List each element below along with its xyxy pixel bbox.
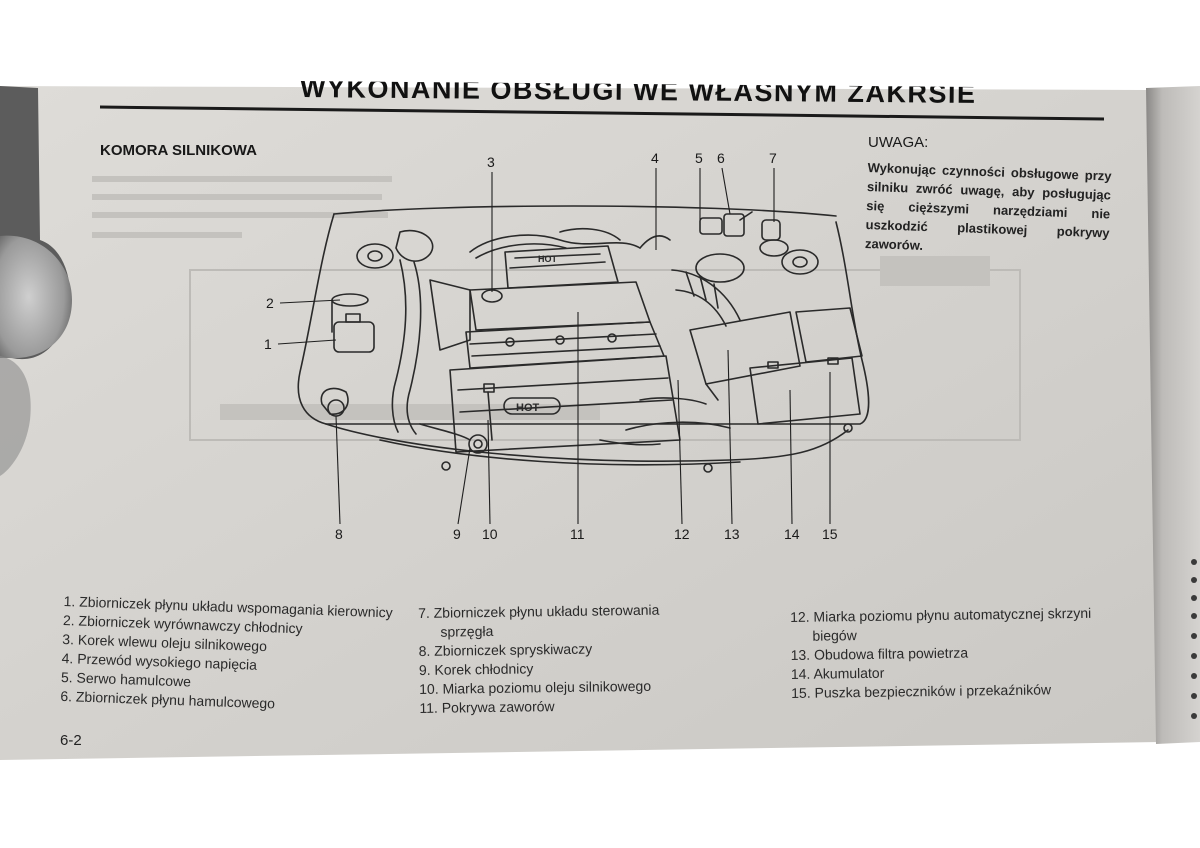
page-paper bbox=[0, 86, 1160, 760]
callout-5: 5 bbox=[695, 150, 703, 166]
callout-2: 2 bbox=[266, 295, 274, 311]
callout-4: 4 bbox=[651, 150, 659, 166]
callout-1: 1 bbox=[264, 336, 272, 352]
page-number: 6-2 bbox=[60, 732, 82, 749]
note-text: Wykonując czynności obsługowe przy silni… bbox=[864, 159, 1112, 253]
note-title: UWAGA: bbox=[868, 134, 929, 151]
svg-text:HOT: HOT bbox=[538, 254, 558, 264]
binding-dots bbox=[1191, 559, 1197, 719]
callout-15: 15 bbox=[822, 526, 838, 542]
callout-leaders bbox=[277, 167, 831, 525]
legend-column-2: 7. Zbiorniczek płynu układu sterowania s… bbox=[418, 601, 661, 718]
callout-13: 13 bbox=[724, 526, 740, 542]
legend-item: 7. Zbiorniczek płynu układu sterowania bbox=[418, 601, 660, 621]
reverse-print-ghost bbox=[189, 269, 1021, 441]
callout-7: 7 bbox=[769, 150, 777, 166]
book-binding bbox=[1146, 86, 1200, 744]
thumb bbox=[0, 235, 72, 359]
header-rule bbox=[99, 105, 1105, 121]
engine-diagram: HOT HOT bbox=[297, 205, 870, 473]
reverse-text-ghost bbox=[92, 176, 990, 420]
callout-8: 8 bbox=[335, 526, 343, 542]
callout-9: 9 bbox=[453, 526, 461, 542]
callout-10: 10 bbox=[482, 526, 498, 542]
legend-column-3: 12. Miarka poziomu płynu automatycznej s… bbox=[790, 604, 1092, 703]
callout-14: 14 bbox=[784, 526, 800, 542]
callout-3: 3 bbox=[487, 154, 495, 170]
section-title: KOMORA SILNIKOWA bbox=[100, 142, 257, 159]
legend-item: 10. Miarka poziomu oleju silnikowego bbox=[419, 677, 652, 697]
legend-item: 11. Pokrywa zaworów bbox=[419, 698, 555, 716]
callout-11: 11 bbox=[570, 526, 585, 542]
svg-text:HOT: HOT bbox=[516, 402, 540, 414]
callout-12: 12 bbox=[674, 526, 690, 542]
legend-column-1: 1. Zbiorniczek płynu układu wspomagania … bbox=[60, 592, 393, 717]
callout-6: 6 bbox=[717, 150, 725, 166]
